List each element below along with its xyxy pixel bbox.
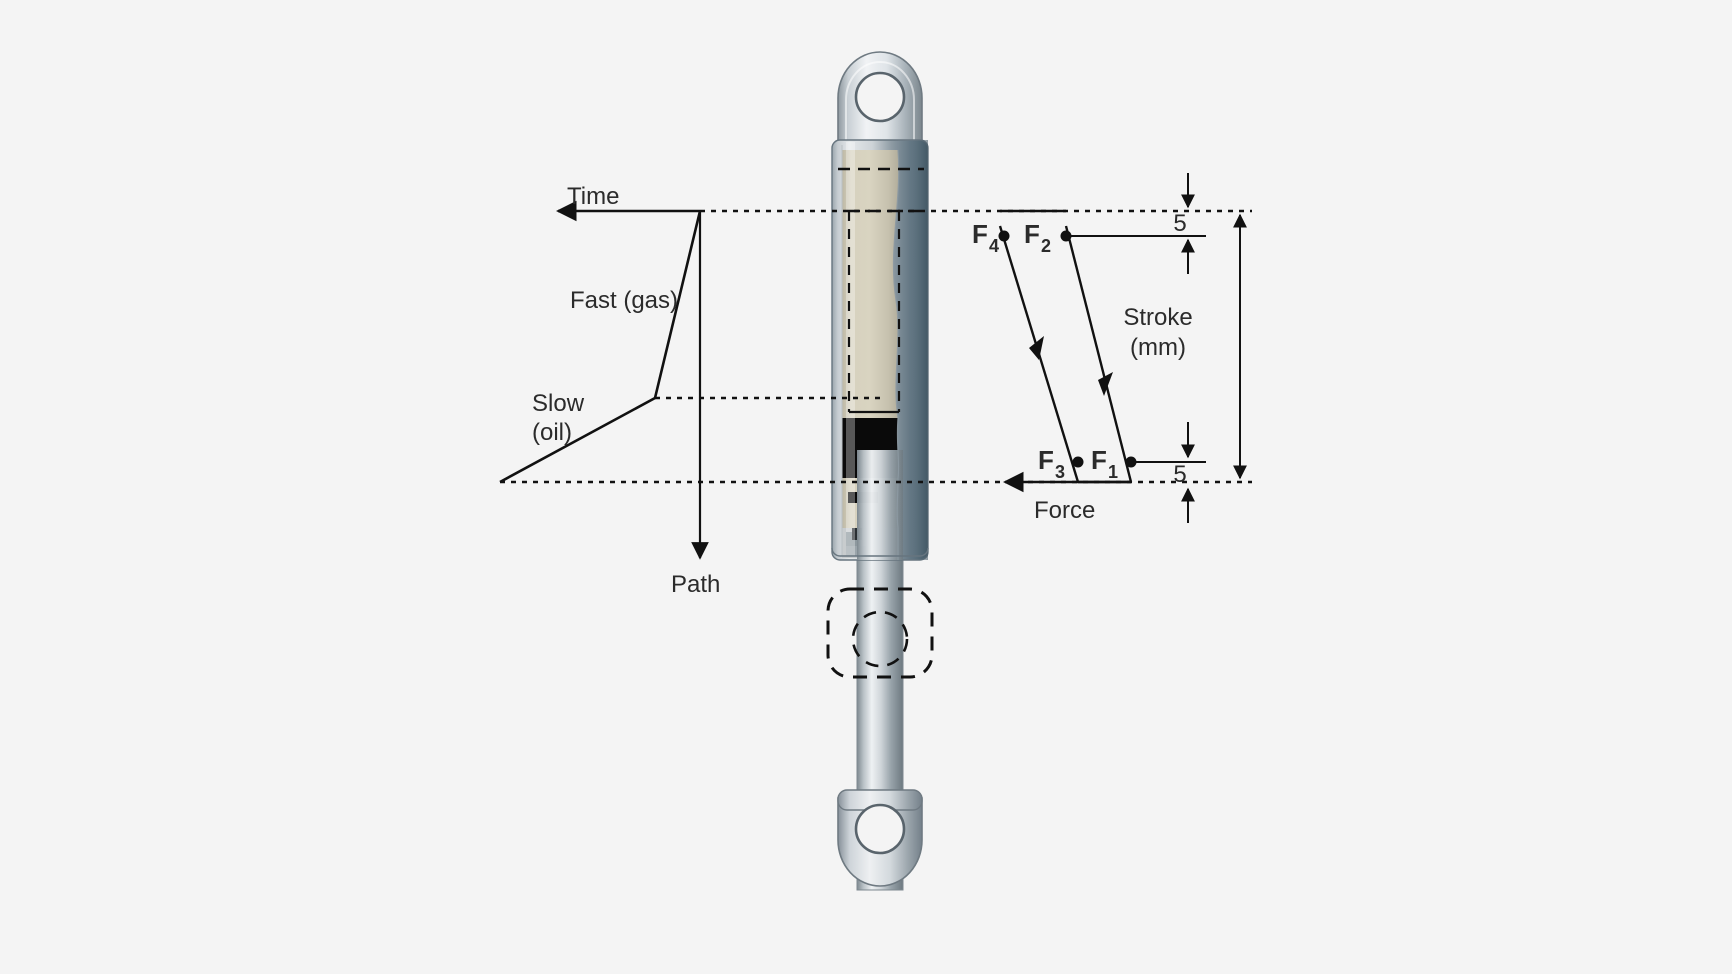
- bottom-eyelet: [837, 789, 923, 887]
- dim-top-value: 5: [1173, 210, 1186, 237]
- stroke-label: Stroke: [1123, 304, 1192, 331]
- point-F4-marker: [998, 230, 1010, 242]
- svg-text:3: 3: [1055, 462, 1065, 482]
- path-label: Path: [671, 571, 720, 598]
- cylinder-tube: [831, 139, 929, 561]
- dim-bottom-5: 5: [1173, 422, 1195, 523]
- svg-text:F: F: [1091, 445, 1107, 475]
- svg-text:4: 4: [989, 236, 999, 256]
- force-label: Force: [1034, 497, 1095, 524]
- stroke-units-label: (mm): [1130, 334, 1186, 361]
- label-F3: F 3: [1038, 445, 1065, 482]
- slow-oil-label: Slow: [532, 390, 585, 417]
- label-F4: F 4: [972, 219, 999, 256]
- compression-arrow-icon: [1098, 372, 1113, 396]
- branch-compression: [1064, 225, 1133, 483]
- dim-bottom-value: 5: [1173, 461, 1186, 488]
- path-time-curve: [499, 210, 702, 484]
- gas-spring-cutaway: [826, 51, 934, 891]
- force-stroke-diagram: Force F 4 F 2 F 3 F 1: [972, 209, 1137, 524]
- point-F3-marker: [1072, 456, 1084, 468]
- detail-callout: [826, 587, 934, 679]
- label-F1: F 1: [1091, 445, 1118, 482]
- svg-text:F: F: [1038, 445, 1054, 475]
- gas-chamber: [842, 150, 899, 418]
- svg-text:F: F: [972, 219, 988, 249]
- path-time-diagram: Time Path Fast (gas) Slow (oil): [499, 183, 720, 598]
- dimensions: 5 5 Stroke (mm): [1066, 173, 1247, 523]
- top-eyelet: [837, 51, 923, 149]
- svg-text:2: 2: [1041, 236, 1051, 256]
- fast-gas-label: Fast (gas): [570, 287, 678, 314]
- slow-oil-label-units: (oil): [532, 419, 572, 446]
- svg-text:1: 1: [1108, 462, 1118, 482]
- dim-top-5: 5: [1173, 173, 1195, 274]
- svg-text:F: F: [1024, 219, 1040, 249]
- label-F2: F 2: [1024, 219, 1051, 256]
- time-label: Time: [567, 183, 619, 210]
- extension-arrow-icon: [1029, 336, 1044, 360]
